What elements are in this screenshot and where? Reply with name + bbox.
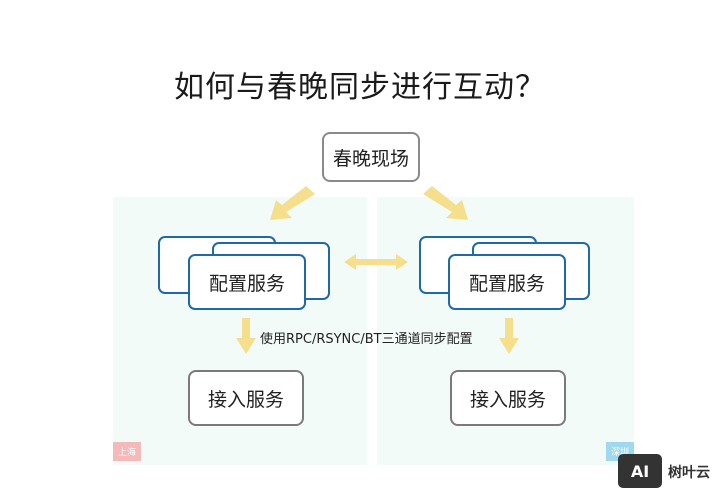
access-node-left: 接入服务 bbox=[188, 370, 304, 426]
config-node-left-label: 配置服务 bbox=[208, 272, 285, 295]
live-node: 春晚现场 bbox=[322, 132, 420, 182]
arrow-config-bidirectional bbox=[344, 254, 408, 270]
access-node-left-label: 接入服务 bbox=[207, 388, 284, 411]
watermark-text: 树叶云 bbox=[668, 465, 710, 481]
config-node-right: 配置服务 bbox=[448, 254, 566, 310]
arrow-config-to-access-left bbox=[236, 318, 256, 354]
arrow-live-to-left bbox=[270, 186, 315, 220]
arrow-config-to-access-right bbox=[499, 318, 519, 354]
access-node-right-label: 接入服务 bbox=[469, 388, 546, 411]
live-node-label: 春晚现场 bbox=[332, 147, 409, 170]
config-node-left: 配置服务 bbox=[188, 254, 306, 310]
config-node-right-label: 配置服务 bbox=[468, 272, 545, 295]
arrow-live-to-right bbox=[423, 186, 468, 220]
access-node-right: 接入服务 bbox=[450, 370, 566, 426]
watermark-logo: AI bbox=[618, 454, 662, 488]
region-label-left: 上海 bbox=[113, 442, 142, 461]
diagram-title: 如何与春晚同步进行互动？ bbox=[174, 70, 546, 105]
sync-caption: 使用RPC/RSYNC/BT三通道同步配置 bbox=[260, 332, 473, 347]
